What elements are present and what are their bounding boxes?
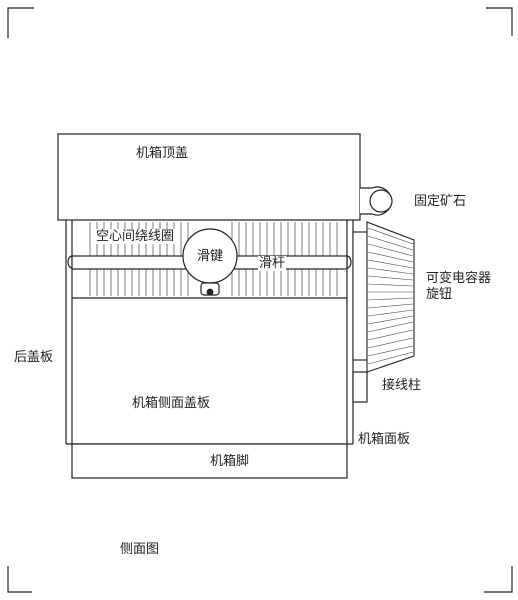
label-base-feet: 机箱脚 [210, 454, 250, 469]
label-top-cover: 机箱顶盖 [136, 146, 189, 161]
label-capacitor-knob-line1: 可变电容器 [426, 271, 492, 286]
crop-marks [7, 7, 513, 593]
slide-key [182, 228, 238, 296]
label-terminal: 接线柱 [382, 378, 422, 393]
label-air-coil: 空心间绕线圈 [94, 229, 177, 244]
label-slide-key: 滑键 [197, 249, 224, 264]
label-slide-rod: 滑杆 [258, 256, 287, 271]
base-feet [71, 443, 348, 479]
caption: 侧面图 [120, 542, 160, 557]
terminal-post [352, 371, 368, 403]
label-capacitor-knob-line2: 旋钮 [426, 287, 453, 302]
capacitor-knob [352, 221, 415, 373]
fixed-ore-holder [360, 186, 393, 216]
label-front-panel: 机箱面板 [358, 432, 411, 447]
capacitor-knob-ridges [367, 227, 414, 365]
label-capacitor-knob: 可变电容器 旋钮 [426, 271, 491, 303]
top-cover-box [57, 133, 361, 221]
label-fixed-ore: 固定矿石 [414, 194, 467, 209]
label-side-cover: 机箱侧面盖板 [132, 396, 211, 411]
label-rear-cover: 后盖板 [14, 350, 54, 365]
